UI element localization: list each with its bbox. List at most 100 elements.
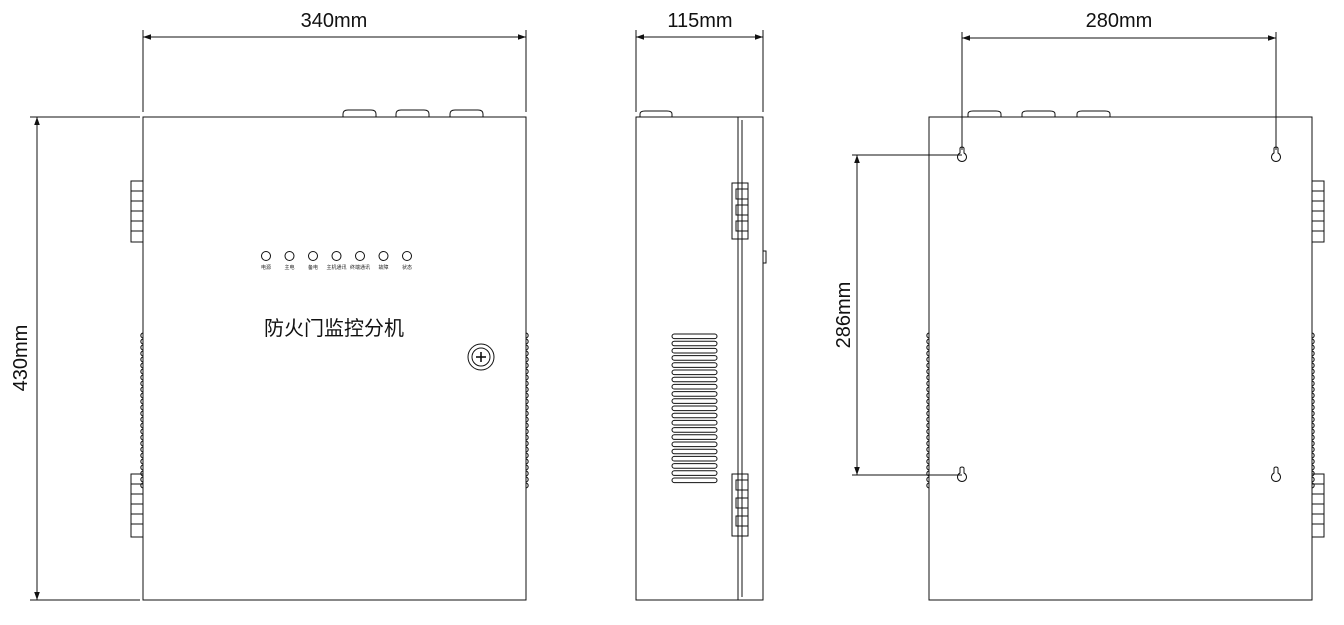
vent-slot — [1311, 392, 1315, 399]
vent-louver — [671, 448, 718, 455]
vent-louver — [671, 347, 718, 354]
front-hinge-top — [130, 180, 144, 243]
vent-louver — [671, 369, 718, 376]
vent-louver — [671, 355, 718, 361]
back-hinge-top — [1311, 180, 1325, 243]
vent-slot — [525, 440, 529, 447]
vent-slot — [525, 410, 529, 417]
vent-louver — [671, 412, 718, 419]
vent-slot — [1311, 482, 1315, 489]
vent-louver — [671, 441, 718, 448]
vent-louver — [671, 419, 718, 426]
side-vent-louvers — [671, 333, 718, 484]
vent-slot — [140, 416, 144, 423]
vent-slot — [1311, 344, 1315, 351]
keyhole-icon — [957, 146, 967, 163]
indicator-label: 主机通讯 — [326, 264, 346, 271]
front-hinge-bottom — [130, 473, 144, 538]
vent-slot — [926, 350, 930, 357]
vent-slot — [926, 422, 930, 429]
front-width-label: 340mm — [301, 10, 368, 32]
vent-slot — [1311, 350, 1315, 357]
vent-slot — [525, 356, 529, 363]
vent-slot — [140, 476, 144, 483]
indicator-led — [261, 251, 271, 261]
front-knockout-3 — [449, 109, 484, 117]
vent-slot — [140, 410, 144, 417]
vent-slot — [140, 422, 144, 429]
vent-slot — [1311, 434, 1315, 441]
vent-slot — [1311, 398, 1315, 405]
vent-slot — [1311, 416, 1315, 423]
vent-louver — [671, 391, 718, 397]
vent-louver — [671, 455, 718, 462]
vent-louver — [671, 398, 718, 404]
vent-slot — [1311, 470, 1315, 477]
lock-icon — [467, 343, 495, 371]
front-vents-left — [140, 332, 144, 489]
vent-slot — [1311, 452, 1315, 459]
vent-louver — [671, 376, 718, 383]
back-knockout-1 — [967, 110, 1002, 117]
device-title: 防火门监控分机 — [264, 316, 404, 340]
back-knockout-3 — [1076, 110, 1111, 117]
front-body — [142, 116, 527, 601]
vent-louver — [671, 477, 718, 484]
side-door-edge — [737, 116, 764, 601]
vent-slot — [140, 332, 144, 339]
front-knockout-2 — [395, 109, 430, 117]
vent-slot — [926, 368, 930, 375]
vent-slot — [525, 464, 529, 471]
vent-slot — [140, 446, 144, 453]
vent-slot — [525, 386, 529, 393]
vent-louver — [671, 362, 718, 368]
vent-slot — [926, 356, 930, 363]
vent-slot — [525, 476, 529, 483]
vent-slot — [140, 368, 144, 375]
vent-louver — [671, 383, 718, 390]
vent-slot — [140, 338, 144, 345]
vent-slot — [525, 482, 529, 489]
front-indicator-panel — [261, 251, 412, 261]
vent-slot — [1311, 404, 1315, 411]
side-knockout — [639, 110, 673, 117]
back-horizontal-label: 280mm — [1086, 10, 1153, 32]
side-view — [635, 30, 767, 601]
vent-slot — [926, 476, 930, 483]
vent-slot — [525, 398, 529, 405]
vent-slot — [140, 350, 144, 357]
indicator-led — [308, 251, 318, 261]
indicator-led — [402, 251, 412, 261]
vent-slot — [926, 470, 930, 477]
front-knockout-1 — [342, 109, 377, 117]
vent-louver — [671, 434, 718, 440]
vent-slot — [926, 404, 930, 411]
indicator-label: 电源 — [261, 264, 271, 271]
vent-slot — [926, 338, 930, 345]
vent-slot — [525, 380, 529, 387]
vent-slot — [926, 332, 930, 339]
vent-slot — [525, 428, 529, 435]
vent-slot — [926, 380, 930, 387]
back-body — [928, 116, 1313, 601]
keyhole-icon — [1271, 146, 1281, 163]
vent-slot — [926, 482, 930, 489]
vent-slot — [926, 374, 930, 381]
side-hinge-bottom — [731, 473, 749, 537]
back-vertical-label: 286mm — [833, 282, 855, 349]
vent-slot — [140, 386, 144, 393]
vent-louver — [671, 340, 718, 347]
vent-slot — [140, 362, 144, 369]
keyhole-icon — [1271, 466, 1281, 483]
vent-louver — [671, 470, 718, 476]
vent-slot — [525, 422, 529, 429]
vent-slot — [926, 434, 930, 441]
vent-slot — [525, 446, 529, 453]
vent-slot — [525, 434, 529, 441]
indicator-label: 终端通讯 — [350, 264, 370, 271]
vent-slot — [926, 428, 930, 435]
side-lock-tab — [762, 250, 767, 264]
vent-slot — [525, 392, 529, 399]
vent-louver — [671, 427, 718, 433]
